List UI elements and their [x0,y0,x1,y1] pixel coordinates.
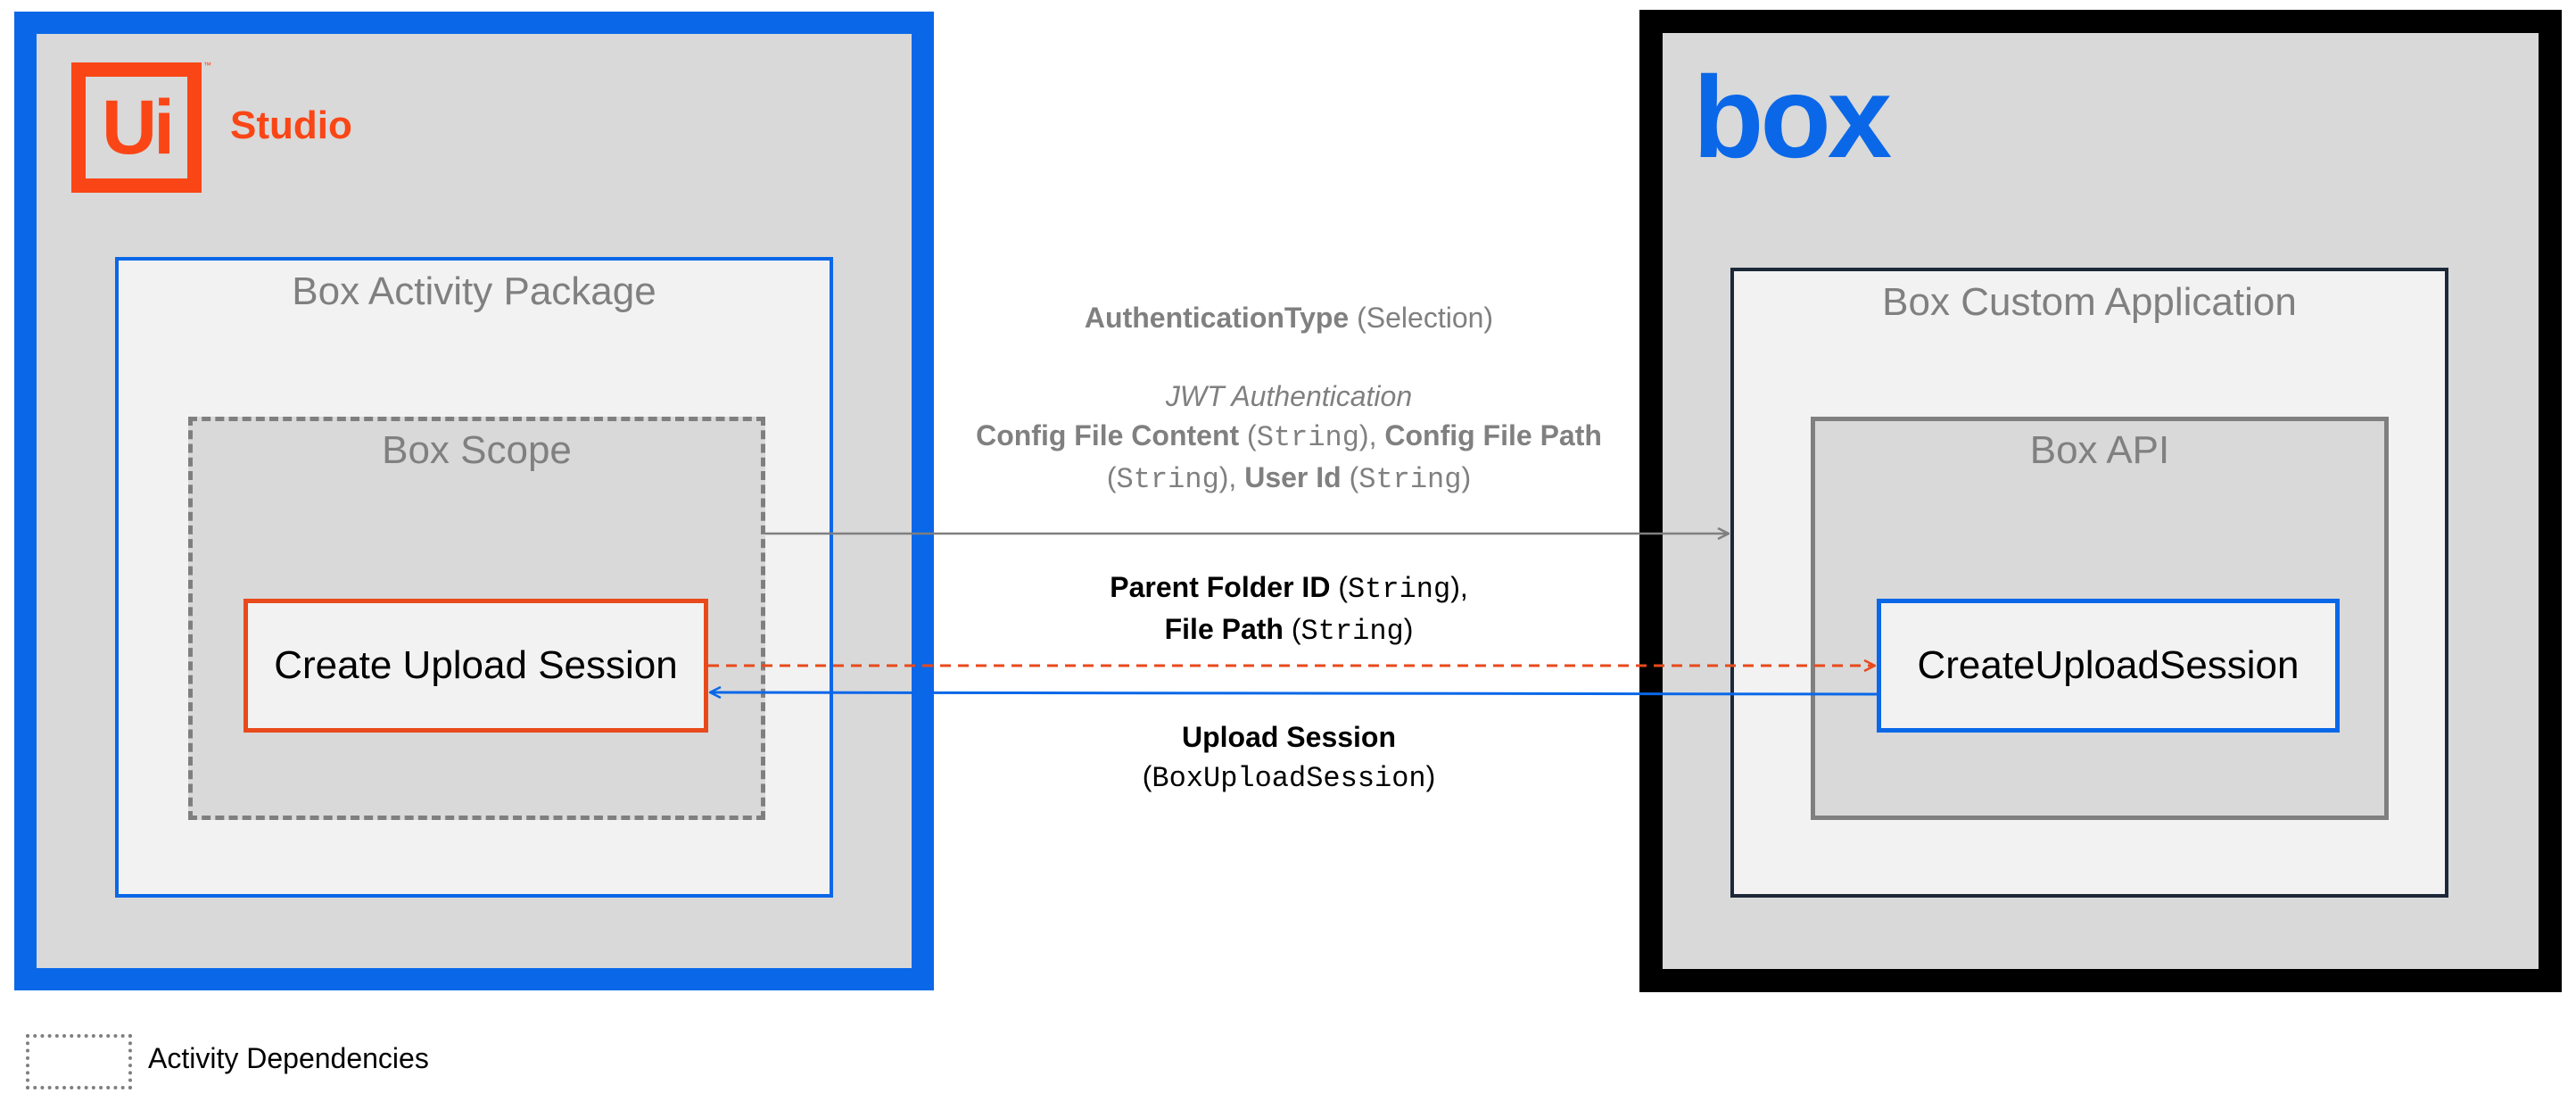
param-file-path-type: String [1300,615,1404,648]
activity-label: Create Upload Session [274,643,678,687]
output-type-line: (BoxUploadSession) [1142,760,1436,795]
response-arrow [710,692,1878,694]
uipath-logo: Ui [71,62,202,193]
studio-label: Studio [230,104,352,147]
auth-param-config-content-type: String [1256,421,1359,454]
auth-params-line-1: Config File Content (String), Config Fil… [976,419,1602,454]
auth-mode: JWT Authentication [1165,380,1413,412]
param-parent-folder-id-type: String [1347,573,1451,606]
auth-type-name: AuthenticationType [1084,302,1350,334]
param-parent-folder-id: Parent Folder ID [1110,571,1331,603]
auth-param-user-id-type: String [1358,463,1462,496]
legend-dotted-swatch [26,1034,132,1089]
output-name: Upload Session [1181,721,1397,753]
create-upload-session-activity [244,599,708,733]
param-line-2: File Path (String) [1164,613,1414,648]
auth-param-config-path: Config File Path [1384,419,1602,451]
api-title: Box API [2029,428,2170,472]
output-type: BoxUploadSession [1152,762,1426,795]
legend-label: Activity Dependencies [148,1042,429,1074]
uipath-logo-text: Ui [102,85,175,170]
create-upload-session-endpoint [1877,599,2340,733]
param-line-1: Parent Folder ID (String), [1110,571,1468,606]
scope-title: Box Scope [382,428,572,472]
endpoint-label: CreateUploadSession [1917,643,2299,687]
auth-params-line-2: (String), User Id (String) [1106,461,1472,496]
auth-param-config-path-type: String [1116,463,1219,496]
uipath-trademark: ™ [203,61,211,70]
package-title: Box Activity Package [292,269,656,313]
param-file-path: File Path [1164,613,1284,645]
custom-app-title: Box Custom Application [1882,280,2297,324]
auth-param-config-content: Config File Content [976,419,1240,451]
authentication-label: AuthenticationType (Selection) JWT Authe… [945,298,1632,500]
output-label: Upload Session (BoxUploadSession) [945,717,1632,799]
box-logo: box [1693,52,1892,182]
auth-type-line: AuthenticationType (Selection) [945,298,1632,337]
auth-param-user-id: User Id [1244,461,1342,493]
auth-type-value: (Selection) [1357,302,1494,334]
input-parameters-label: Parent Folder ID (String), File Path (St… [945,567,1632,651]
